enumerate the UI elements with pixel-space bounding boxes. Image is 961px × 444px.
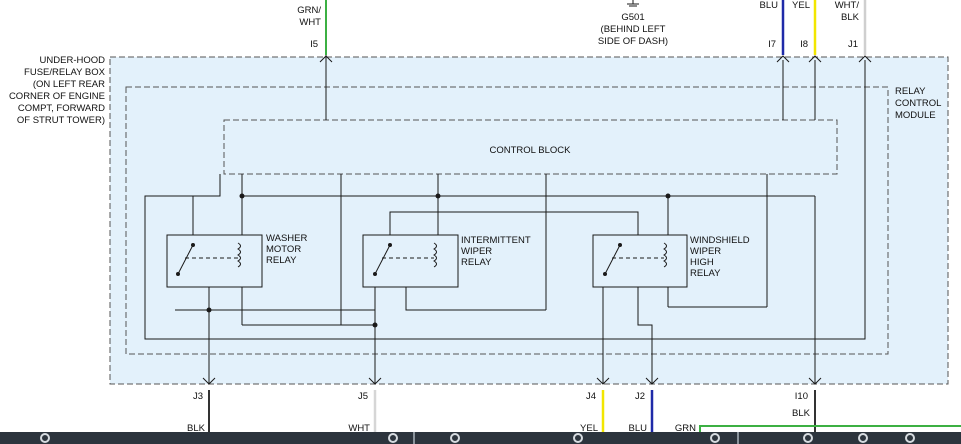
quote-icon[interactable] [573, 433, 583, 443]
intermittent-wiper-relay: INTERMITTENT WIPER RELAY [362, 234, 531, 288]
refresh-icon[interactable] [710, 433, 720, 443]
svg-text:RELAY: RELAY [895, 86, 926, 97]
washer-motor-relay: WASHER MOTOR RELAY [166, 233, 307, 288]
help-icon[interactable] [388, 433, 398, 443]
svg-text:UNDER-HOOD: UNDER-HOOD [40, 55, 106, 66]
j5-color: WHT [348, 423, 370, 434]
svg-text:MODULE: MODULE [895, 110, 936, 121]
viewer-toolbar [0, 432, 961, 444]
i10-color: BLK [792, 408, 811, 419]
fuse-box-label: UNDER-HOOD FUSE/RELAY BOX (ON LEFT REAR … [9, 55, 106, 126]
i5-color-1: GRN/ [297, 5, 321, 16]
intermittent-relay-label-2: WIPER [461, 246, 492, 257]
svg-text:SIDE OF DASH): SIDE OF DASH) [598, 36, 668, 47]
high-relay-label-2: WIPER [690, 246, 721, 257]
intermittent-relay-label-1: INTERMITTENT [461, 235, 531, 246]
zoom-in-icon[interactable] [803, 433, 813, 443]
j1-pin: J1 [848, 39, 858, 50]
bottom-connectors [202, 377, 822, 385]
relay-module-label: RELAY CONTROL MODULE [895, 86, 941, 121]
washer-relay-label-1: WASHER [266, 233, 307, 244]
internal-wiring [144, 55, 866, 384]
j1-color-1: WHT/ [835, 0, 860, 11]
i7-color: BLU [760, 0, 779, 11]
j3-pin: J3 [193, 391, 203, 402]
washer-relay-label-3: RELAY [266, 255, 297, 266]
j4-pin: J4 [586, 391, 596, 402]
svg-text:(ON LEFT REAR: (ON LEFT REAR [33, 79, 105, 90]
junction-dots [206, 193, 671, 328]
svg-text:(BEHIND LEFT: (BEHIND LEFT [601, 24, 666, 35]
i8-pin: I8 [800, 39, 808, 50]
washer-relay-label-2: MOTOR [266, 244, 301, 255]
relay-control-module [125, 86, 889, 355]
high-relay-label-1: WINDSHIELD [690, 235, 750, 246]
zoom-out-icon[interactable] [858, 433, 868, 443]
ground-icon [627, 0, 639, 7]
high-relay-label-3: HIGH [690, 257, 714, 268]
top-connectors [319, 55, 872, 63]
svg-text:CORNER OF ENGINE: CORNER OF ENGINE [9, 91, 105, 102]
toolbar-divider [413, 432, 415, 444]
j4-color: YEL [580, 423, 598, 434]
chevron-left-icon[interactable] [40, 433, 50, 443]
i7-pin: I7 [768, 39, 776, 50]
i10-pin: I10 [795, 391, 808, 402]
ground-label: G501 (BEHIND LEFT SIDE OF DASH) [598, 12, 668, 47]
j1-color-2: BLK [841, 12, 860, 23]
windshield-wiper-high-relay: WINDSHIELD WIPER HIGH RELAY [592, 234, 750, 288]
svg-text:CONTROL: CONTROL [895, 98, 941, 109]
j2-color: BLU [629, 423, 648, 434]
extra-color: GRN [675, 423, 696, 434]
svg-text:FUSE/RELAY BOX: FUSE/RELAY BOX [24, 67, 106, 78]
wire-grn-extra [699, 425, 961, 432]
j5-pin: J5 [358, 391, 368, 402]
j2-pin: J2 [635, 391, 645, 402]
svg-text:OF STRUT TOWER): OF STRUT TOWER) [17, 115, 105, 126]
i8-color: YEL [792, 0, 810, 11]
j3-color: BLK [187, 423, 206, 434]
intermittent-relay-label-3: RELAY [461, 257, 492, 268]
toolbar-divider [737, 432, 739, 444]
svg-text:G501: G501 [621, 12, 644, 23]
control-block-label: CONTROL BLOCK [490, 145, 572, 156]
high-relay-label-4: RELAY [690, 268, 721, 279]
control-block [223, 119, 838, 175]
reader-icon[interactable] [905, 433, 915, 443]
key-icon[interactable] [450, 433, 460, 443]
svg-text:COMPT, FORWARD: COMPT, FORWARD [18, 103, 105, 114]
i5-pin: I5 [310, 39, 318, 50]
i5-color-2: WHT [299, 17, 321, 28]
